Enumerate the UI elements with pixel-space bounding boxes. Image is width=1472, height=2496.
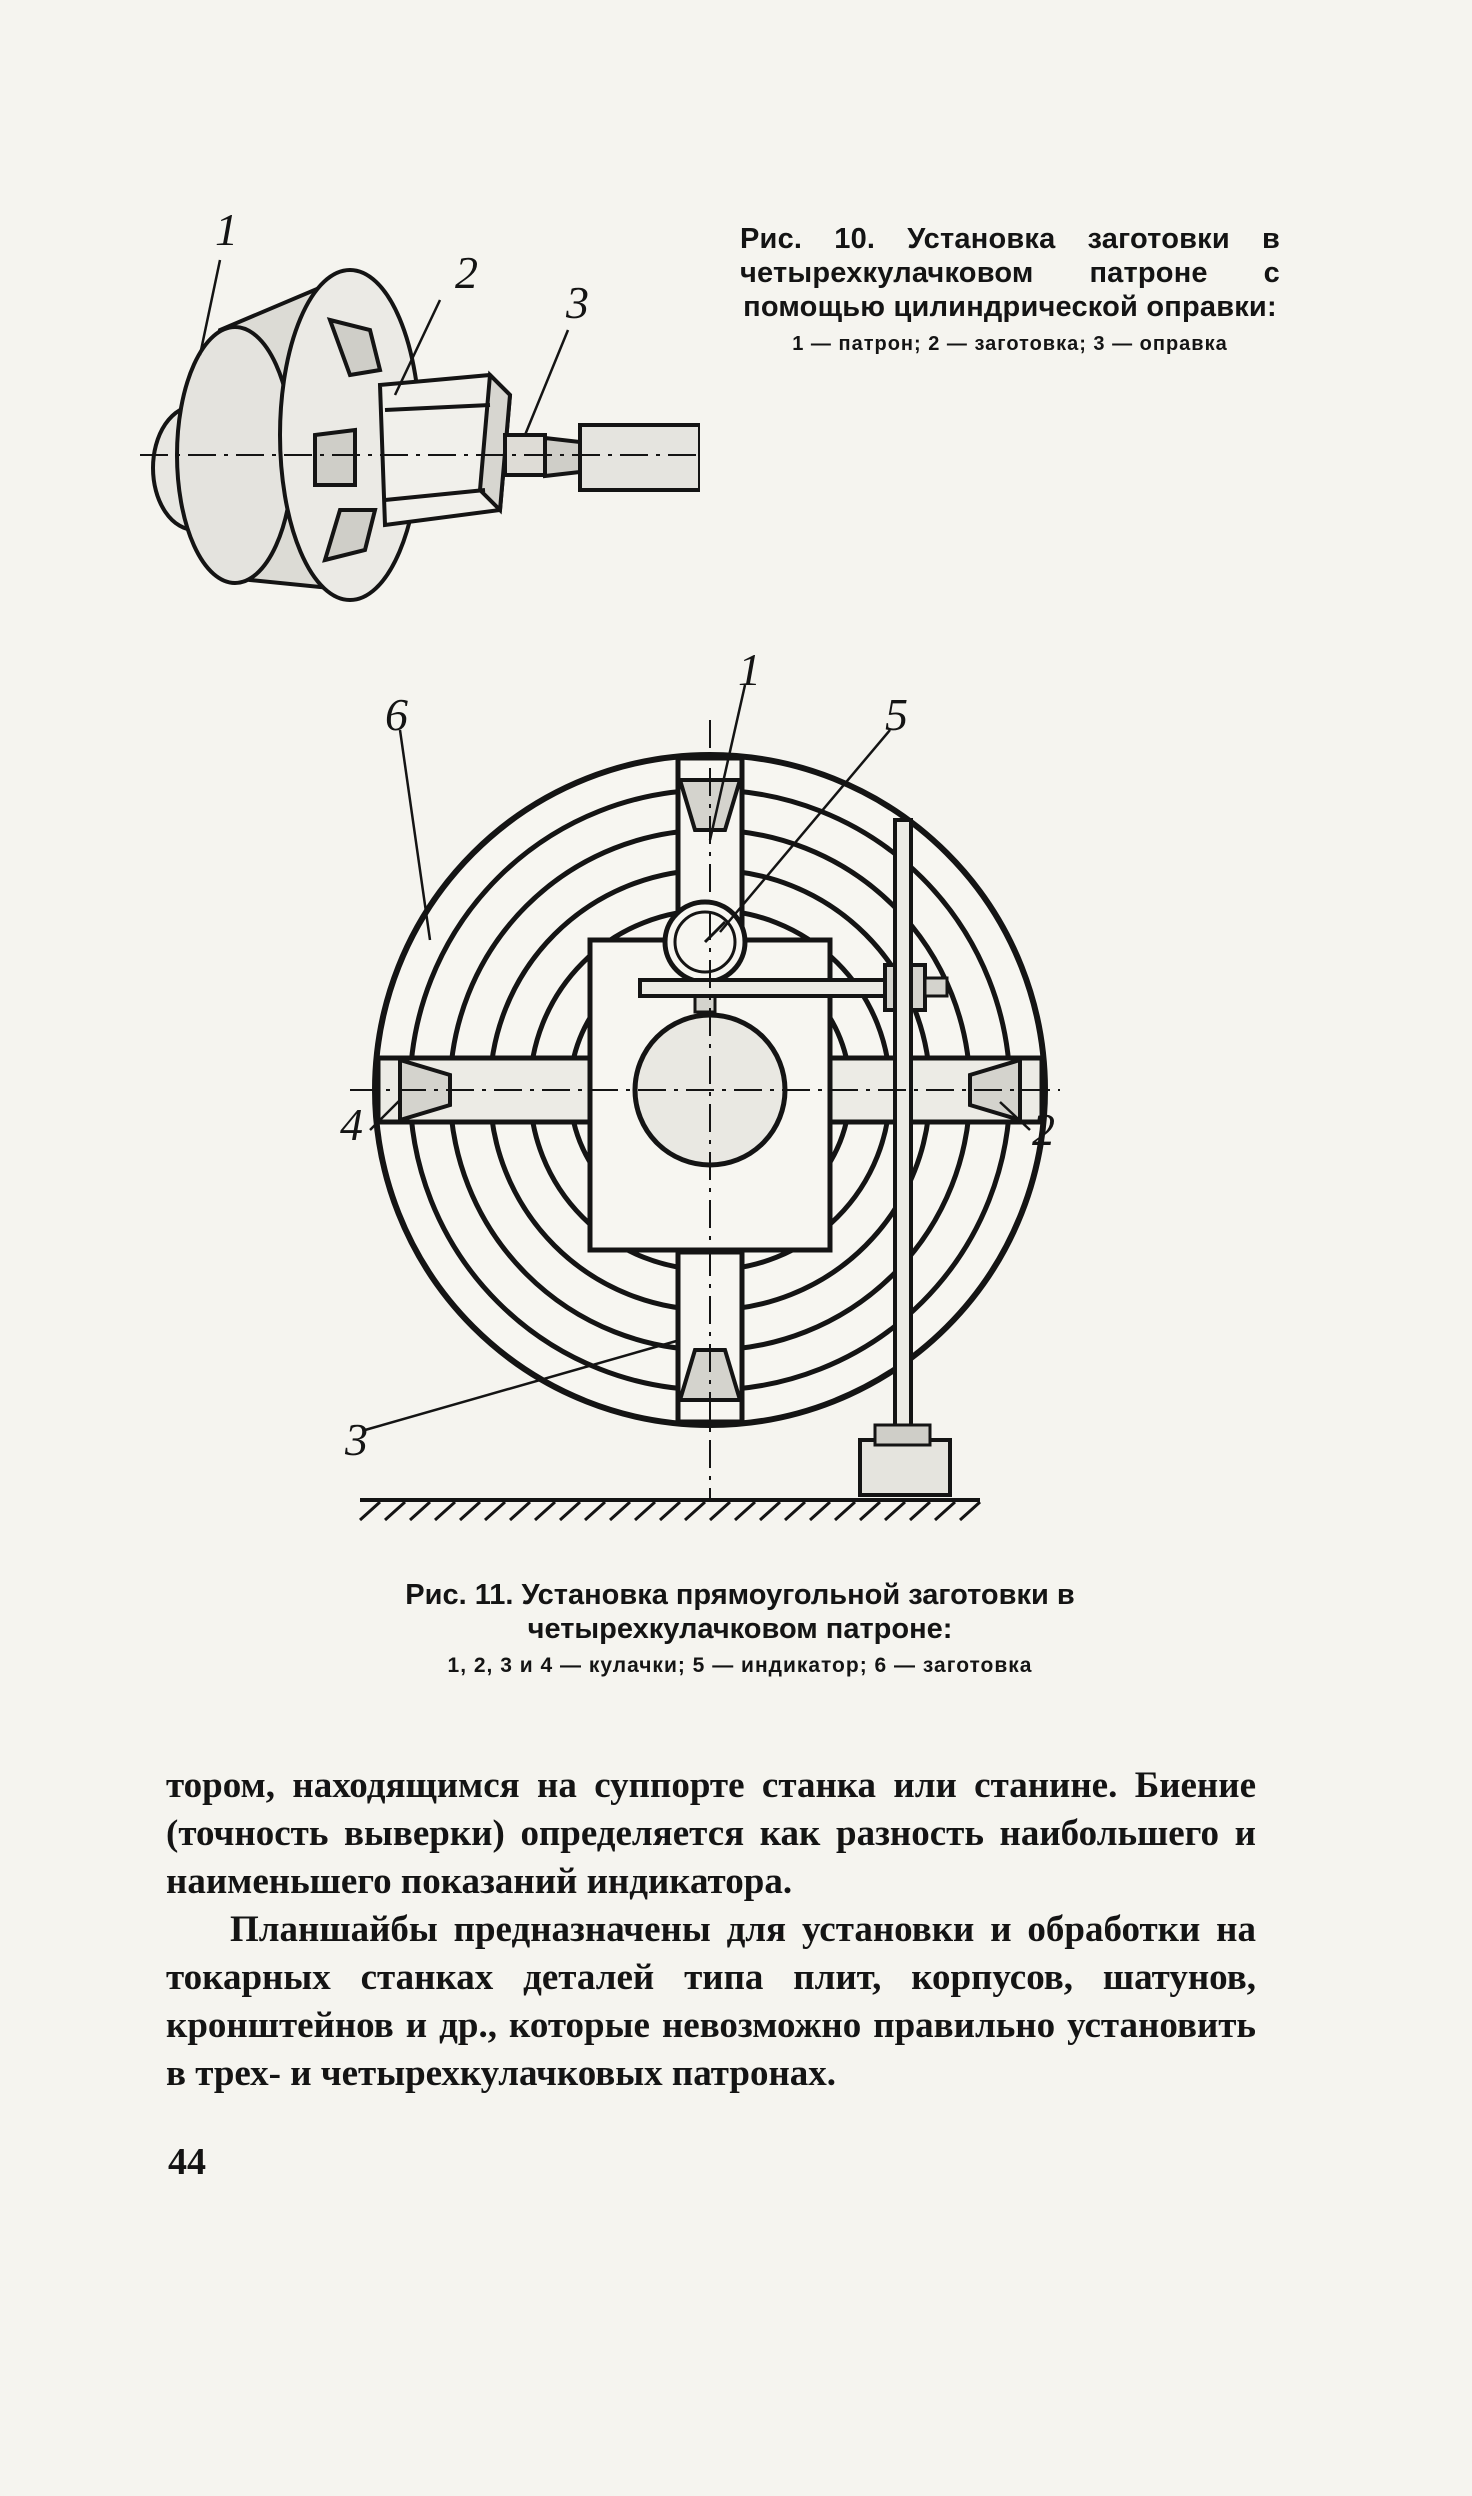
page-number: 44 <box>168 2141 206 2183</box>
figure-10-caption: Рис. 10. Установка заготовки в четырехку… <box>740 222 1280 356</box>
figure11-label-6: 6 <box>385 689 408 740</box>
figure11-label-1: 1 <box>738 644 761 695</box>
body-text: тором, находящимся на суппорте станка ил… <box>166 1762 1256 2098</box>
figure11-label-4: 4 <box>340 1099 363 1150</box>
figure-11-drawing: 1 2 3 4 5 6 <box>340 644 1060 1522</box>
figure11-label-3: 3 <box>344 1414 368 1465</box>
paragraph-2: Планшайбы предназначены для установки и … <box>166 1909 1256 2094</box>
figure-10-drawing: 1 2 3 <box>140 204 700 602</box>
figure10-label-2: 2 <box>455 247 478 298</box>
figure11-label-2: 2 <box>1032 1104 1055 1155</box>
figure-10-caption-title: Рис. 10. Установка заготовки в четырехку… <box>740 223 1280 323</box>
figure10-label-3: 3 <box>565 277 589 328</box>
figure-11-caption: Рис. 11. Установка прямоугольной заготов… <box>300 1578 1180 1680</box>
figure11-label-5: 5 <box>885 689 908 740</box>
figure10-label-1: 1 <box>215 204 238 255</box>
figure-11-caption-legend: 1, 2, 3 и 4 — кулачки; 5 — индикатор; 6 … <box>447 1654 1033 1677</box>
figure-10-caption-legend: 1 — патрон; 2 — заготовка; 3 — оправка <box>792 333 1228 355</box>
paragraph-1: тором, находящимся на суппорте станка ил… <box>166 1765 1256 1902</box>
figure-11-caption-title: Рис. 11. Установка прямоугольной заготов… <box>405 1579 1075 1645</box>
